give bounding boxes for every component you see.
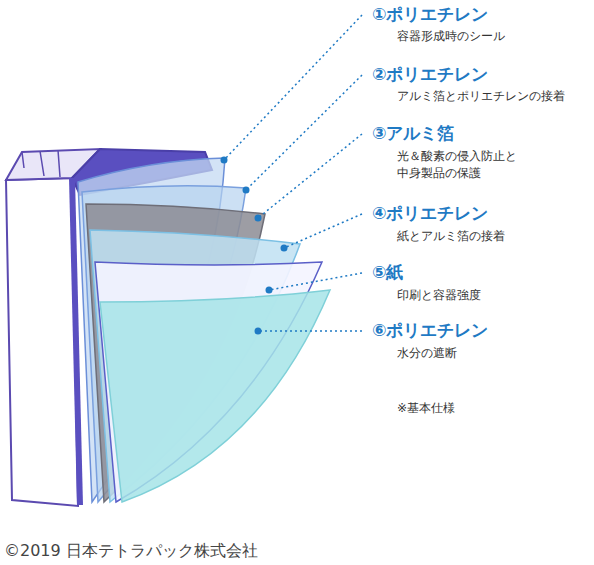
leader-line [246,75,362,190]
leader-line [258,134,362,218]
leader-dot [266,287,273,294]
layer-title: ①ポリエチレン [372,2,488,27]
layer-title: ④ポリエチレン [372,201,488,226]
layer-description: 紙とアルミ箔の接着 [397,228,505,245]
layer-description: 光＆酸素の侵入防止と 中身製品の保護 [397,148,523,183]
leader-dot [281,245,288,252]
leader-dot [255,215,262,222]
spec-note: ※基本仕様 [397,400,455,417]
layer-title: ③アルミ箔 [372,121,454,146]
layer-description: 印刷と容器強度 [397,287,481,304]
layer-description: 容器形成時のシール [397,28,505,45]
layer-description: アルミ箔とポリエチレンの接着 [397,88,565,105]
leader-line [224,15,362,160]
leader-dot [243,187,250,194]
leader-line [284,214,362,248]
leader-line [269,273,362,290]
layer-title: ②ポリエチレン [372,62,488,87]
leader-line [258,330,362,332]
layer-title: ⑤紙 [372,260,403,285]
carton-fold [22,150,60,177]
layer-description: 水分の遮断 [397,345,457,362]
carton-edge [72,178,80,505]
layer-6 [100,290,330,502]
leader-dot [255,328,262,335]
layer-title: ⑥ポリエチレン [372,318,488,343]
carton-front [6,178,78,506]
leader-dot [221,157,228,164]
copyright-note: ©2019 日本テトラパック株式会社 [4,539,258,562]
